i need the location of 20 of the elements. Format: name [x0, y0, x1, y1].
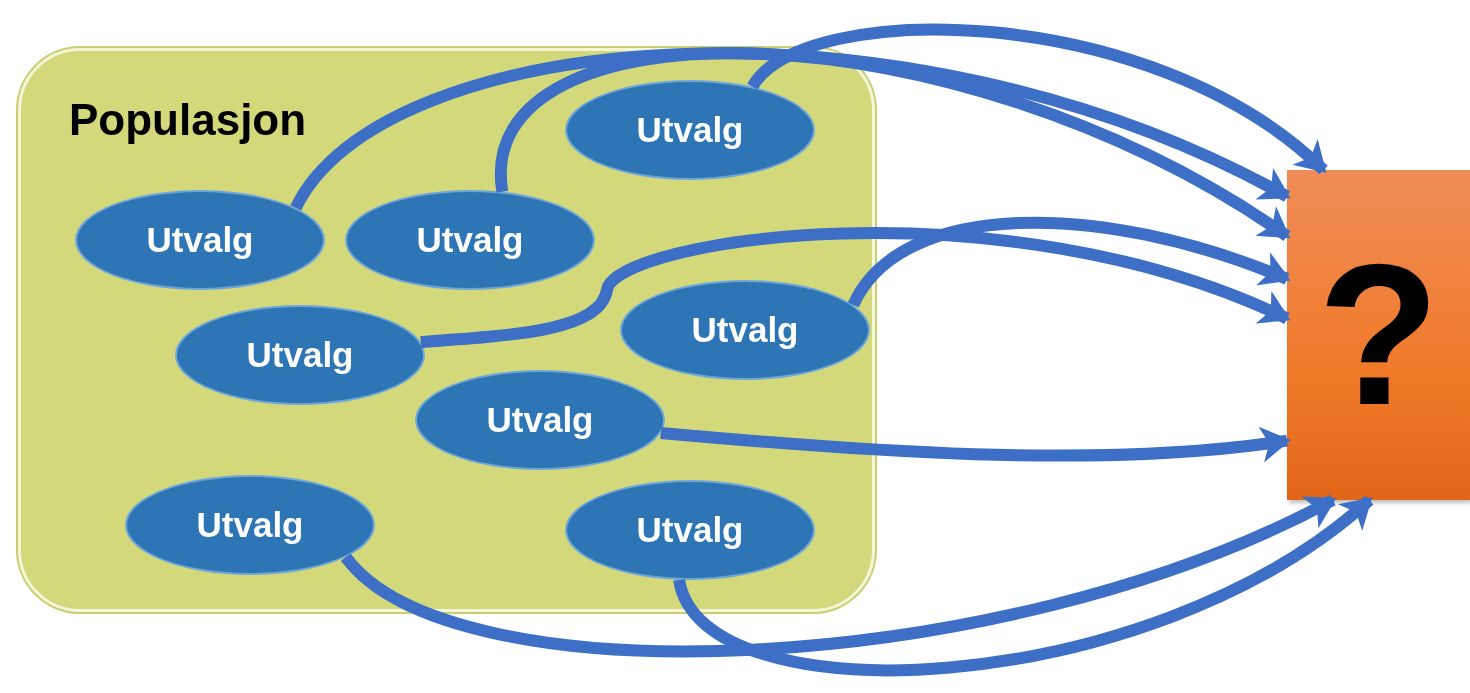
- curved-arrow: [748, 23, 1328, 175]
- curved-arrow: [290, 48, 1291, 212]
- curved-arrow: [496, 47, 1291, 242]
- ellipse-label: Utvalg: [636, 110, 744, 150]
- ellipse-label: Utvalg: [486, 400, 594, 440]
- curved-arrow: [420, 227, 1291, 349]
- ellipse-label: Utvalg: [196, 505, 304, 545]
- ellipse-label: Utvalg: [416, 220, 524, 260]
- ellipse-label: Utvalg: [691, 310, 799, 350]
- ellipse-label: Utvalg: [146, 220, 254, 260]
- curved-arrow: [341, 494, 1337, 658]
- population-box: [18, 48, 875, 612]
- box-heading: Populasjon: [69, 95, 307, 145]
- curved-arrow: [673, 495, 1374, 676]
- result-box: [1287, 170, 1470, 500]
- curved-arrow: [660, 426, 1291, 462]
- question-mark: ?: [1317, 235, 1440, 435]
- ellipse-label: Utvalg: [246, 335, 354, 375]
- curved-arrow: [848, 217, 1291, 309]
- ellipse-label: Utvalg: [636, 510, 744, 550]
